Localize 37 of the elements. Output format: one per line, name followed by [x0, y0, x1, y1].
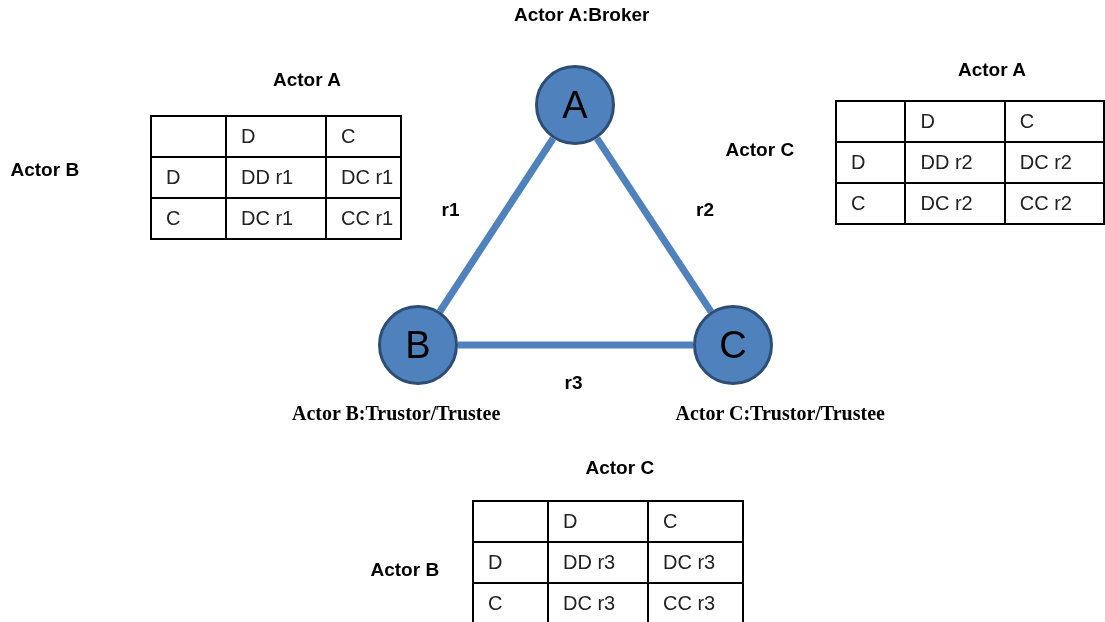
- actor-caption: Actor B:Trustor/Trustee: [292, 401, 501, 425]
- strategy-header-cell: D: [905, 101, 1005, 142]
- strategy-header-cell: C: [151, 198, 226, 239]
- actor-heading: Actor C: [725, 139, 795, 161]
- strategy-header-cell: C: [1004, 101, 1104, 142]
- actor-heading: Actor A: [958, 59, 1026, 81]
- payoff-cell: DC r2: [905, 183, 1005, 224]
- connector-line: [458, 341, 693, 349]
- node-letter: A: [562, 83, 588, 127]
- strategy-header-cell: D: [548, 501, 648, 542]
- payoff-cell: DD r1: [226, 157, 326, 198]
- payoff-cell: CC r2: [1004, 183, 1104, 224]
- connector-line: [594, 136, 714, 314]
- strategy-header-cell: D: [473, 542, 548, 583]
- strategy-header-cell: D: [226, 116, 326, 157]
- node-letter: C: [719, 323, 747, 367]
- actor-heading: Actor B: [370, 559, 440, 581]
- payoff-cell: DC r3: [648, 542, 743, 583]
- payoff-cell: DC r1: [326, 157, 401, 198]
- payoff-cell: DD r3: [548, 542, 648, 583]
- payoff-cell: DD r2: [905, 142, 1005, 183]
- actor-caption: Actor C:Trustor/Trustee: [675, 401, 885, 425]
- strategy-header-cell: C: [473, 583, 548, 622]
- strategy-header-cell: D: [151, 157, 226, 198]
- strategy-header-cell: C: [648, 501, 743, 542]
- strategy-header-cell: C: [326, 116, 401, 157]
- payoff-cell: CC r1: [326, 198, 401, 239]
- payoff-cell: DC r2: [1004, 142, 1104, 183]
- payoff-cell: DC r1: [226, 198, 326, 239]
- actor-caption: Actor A:Broker: [514, 4, 650, 26]
- actor-heading: Actor A: [273, 69, 341, 91]
- strategy-header-cell: D: [836, 142, 906, 183]
- node-letter: B: [405, 323, 431, 367]
- connector-line: [436, 136, 557, 314]
- strategy-header-cell: C: [836, 183, 906, 224]
- actor-heading: Actor B: [10, 159, 80, 181]
- actor-heading: Actor C: [585, 457, 655, 479]
